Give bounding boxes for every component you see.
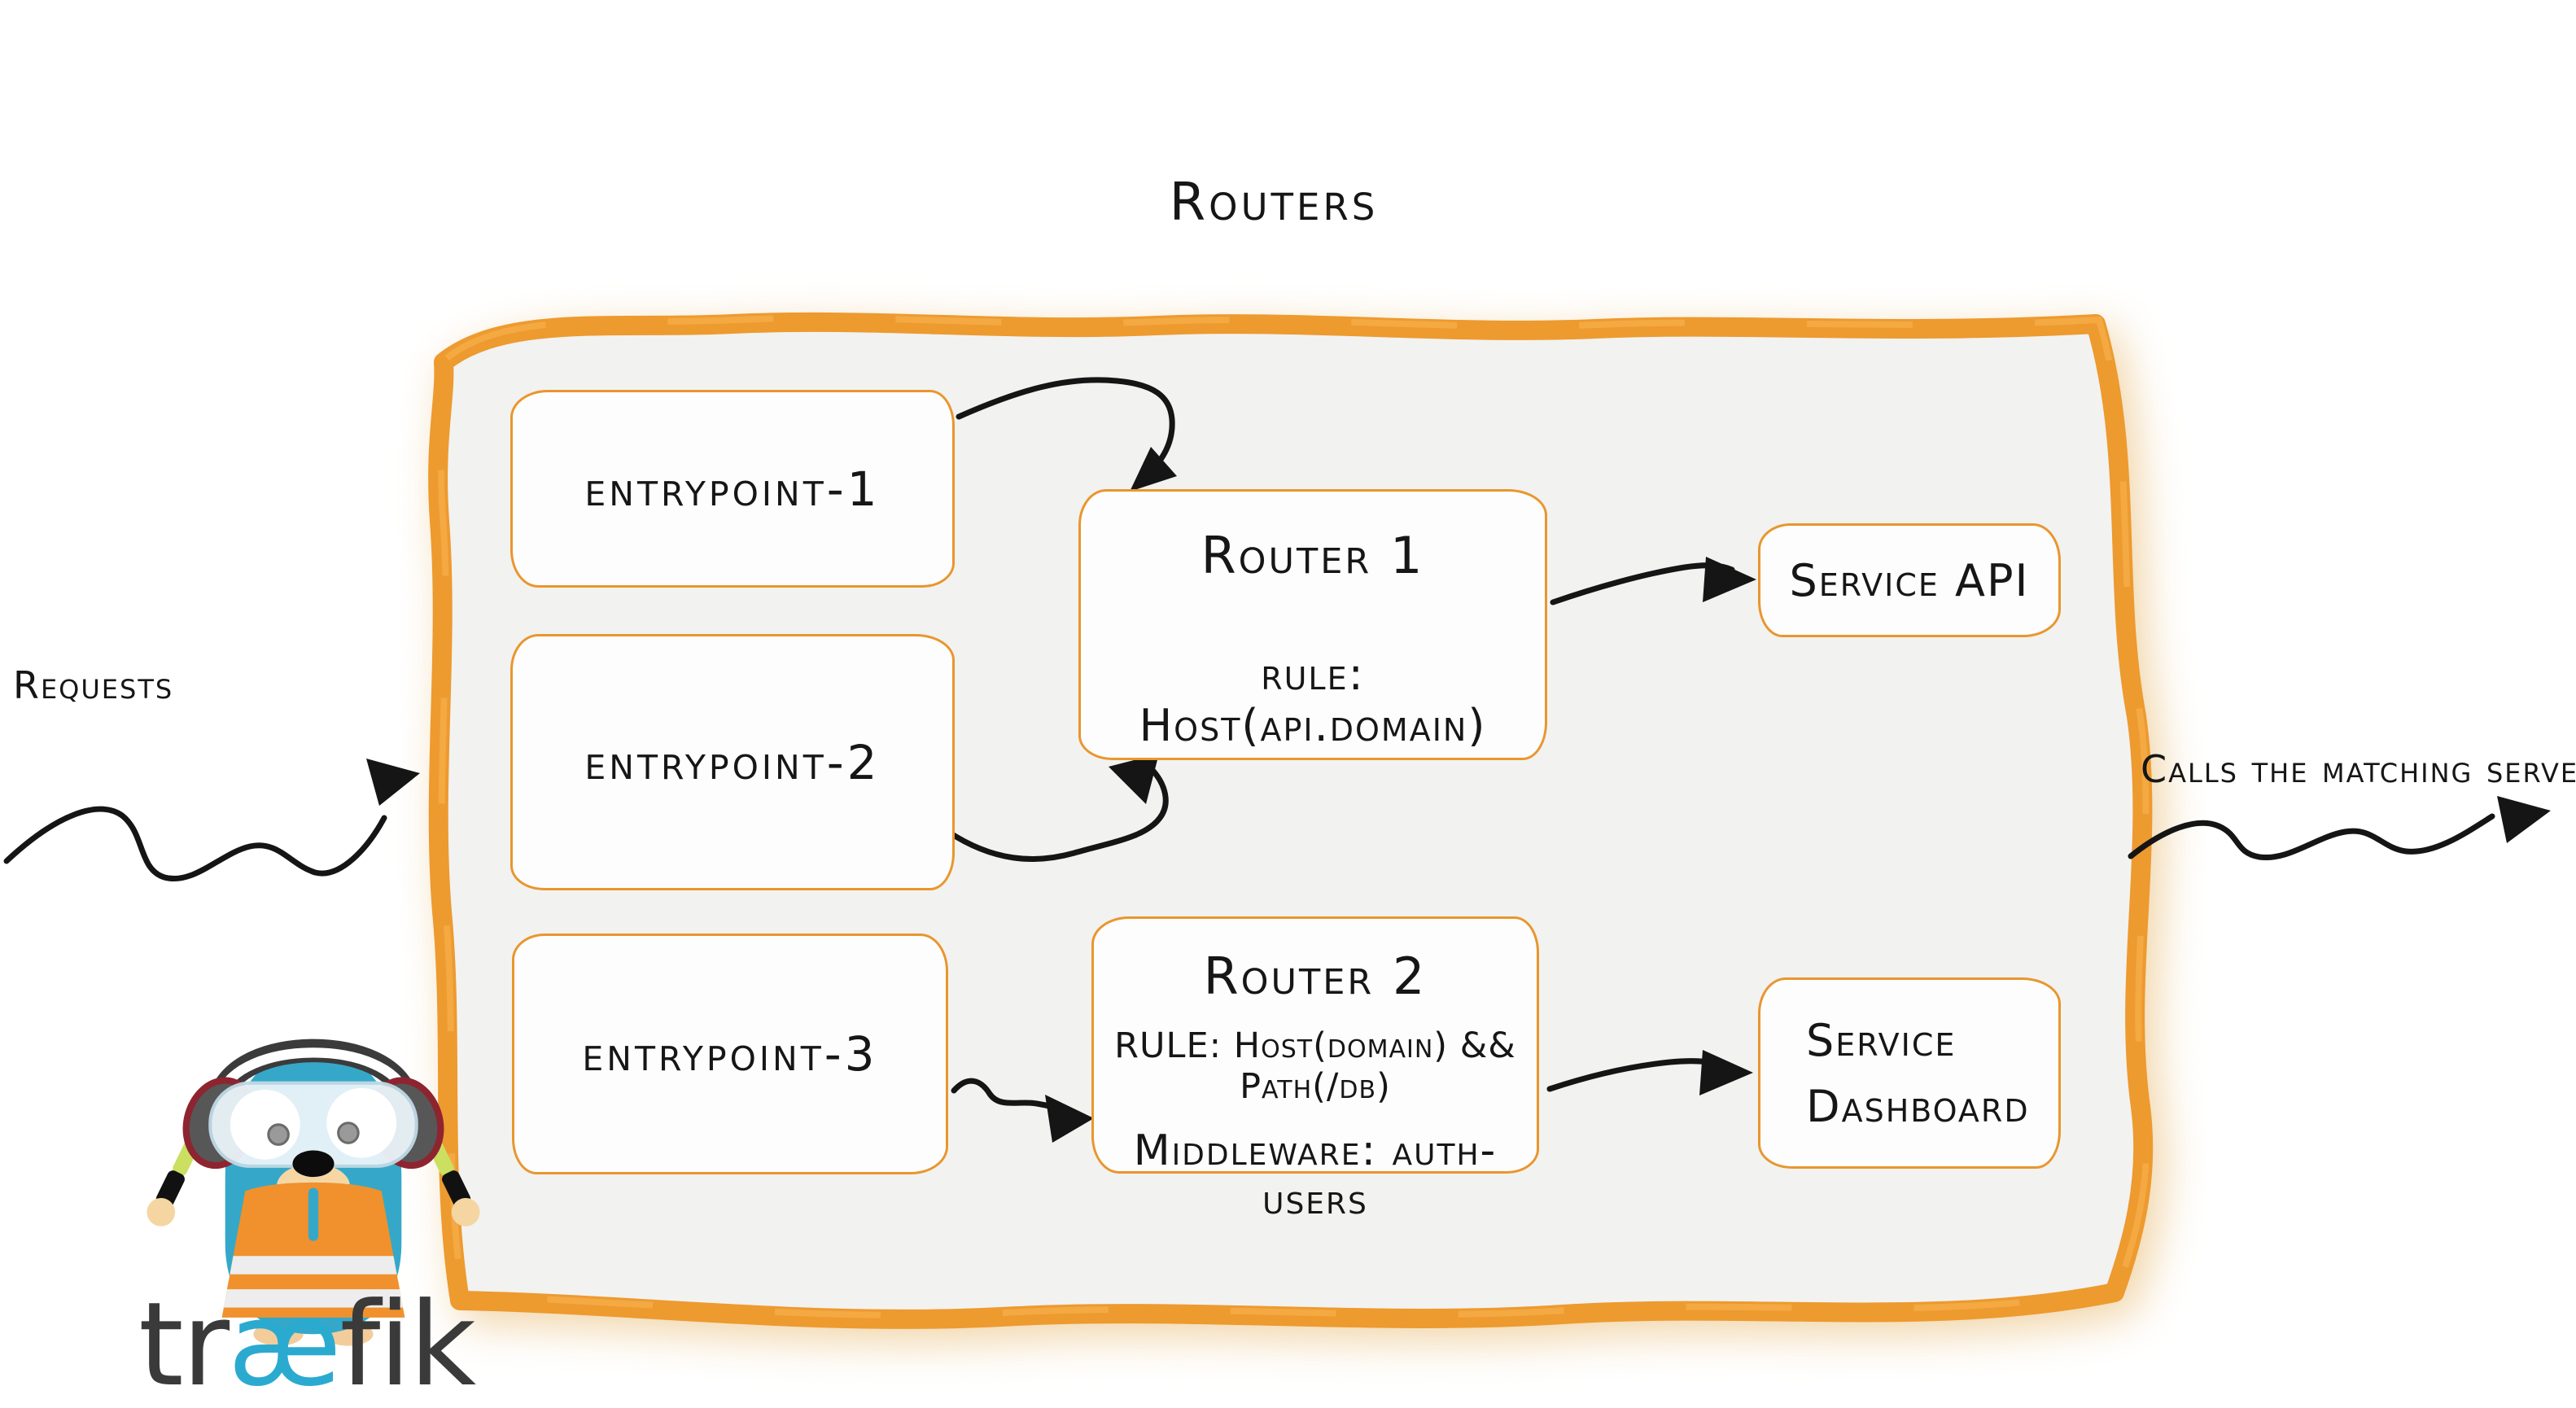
router-1-rule: rule: Host(api.domain) — [1139, 649, 1487, 751]
entrypoint-3-box: entrypoint-3 — [512, 934, 948, 1174]
requests-label: Requests — [13, 663, 174, 707]
diagram-title: Routers — [1169, 173, 1379, 233]
gopher-nose — [292, 1150, 335, 1178]
wordmark-pre: tr — [138, 1278, 230, 1408]
service-dashboard-box: Service Dashboard — [1758, 977, 2061, 1169]
arrow-entrypoint1-router1 — [956, 377, 1177, 492]
arrow-router1-serviceapi — [1550, 557, 1756, 606]
arrow-entrypoint2-router1 — [945, 754, 1169, 862]
headphones-band-inner — [215, 1047, 412, 1102]
router-2-middleware: Middleware: auth-users — [1133, 1126, 1498, 1224]
wordmark-post: fik — [339, 1278, 477, 1408]
traefik-wordmark: træfik — [138, 1288, 476, 1403]
pupil-right — [337, 1122, 360, 1144]
calls-arrow — [2128, 796, 2551, 861]
arrow-router2-servicedashboard — [1546, 1050, 1753, 1095]
container-brush-streaks — [438, 314, 2150, 1318]
router-2-rule: RULE: Host(domain) && Path(/db) — [1114, 1025, 1516, 1107]
pupil-left — [267, 1123, 290, 1146]
service-api-box: Service API — [1758, 523, 2061, 637]
gopher-eye-left — [230, 1089, 300, 1160]
flow-arrows — [3, 377, 2551, 1143]
gopher-eye-right — [326, 1087, 397, 1158]
wordmark-ligature: æ — [228, 1278, 341, 1408]
router-1-box: Router 1 rule: Host(api.domain) — [1078, 489, 1547, 760]
traefik-gopher-logo — [147, 1039, 480, 1346]
entrypoint-2-label: entrypoint-2 — [584, 734, 881, 790]
arrow-entrypoint3-router2 — [951, 1078, 1094, 1143]
service-api-label: Service API — [1789, 554, 2030, 606]
service-dashboard-label: Service Dashboard — [1806, 1014, 2030, 1132]
router-2-name: Router 2 — [1203, 947, 1428, 1006]
entrypoint-1-label: entrypoint-1 — [584, 461, 881, 517]
entrypoint-1-box: entrypoint-1 — [510, 390, 955, 588]
entrypoint-3-label: entrypoint-3 — [582, 1026, 878, 1082]
router-1-name: Router 1 — [1201, 526, 1425, 585]
safety-vest — [221, 1182, 405, 1318]
requests-arrow — [3, 759, 420, 882]
router-2-box: Router 2 RULE: Host(domain) && Path(/db)… — [1091, 916, 1539, 1224]
calls-label: Calls the matching server — [2141, 747, 2576, 791]
entrypoint-2-box: entrypoint-2 — [510, 634, 955, 890]
